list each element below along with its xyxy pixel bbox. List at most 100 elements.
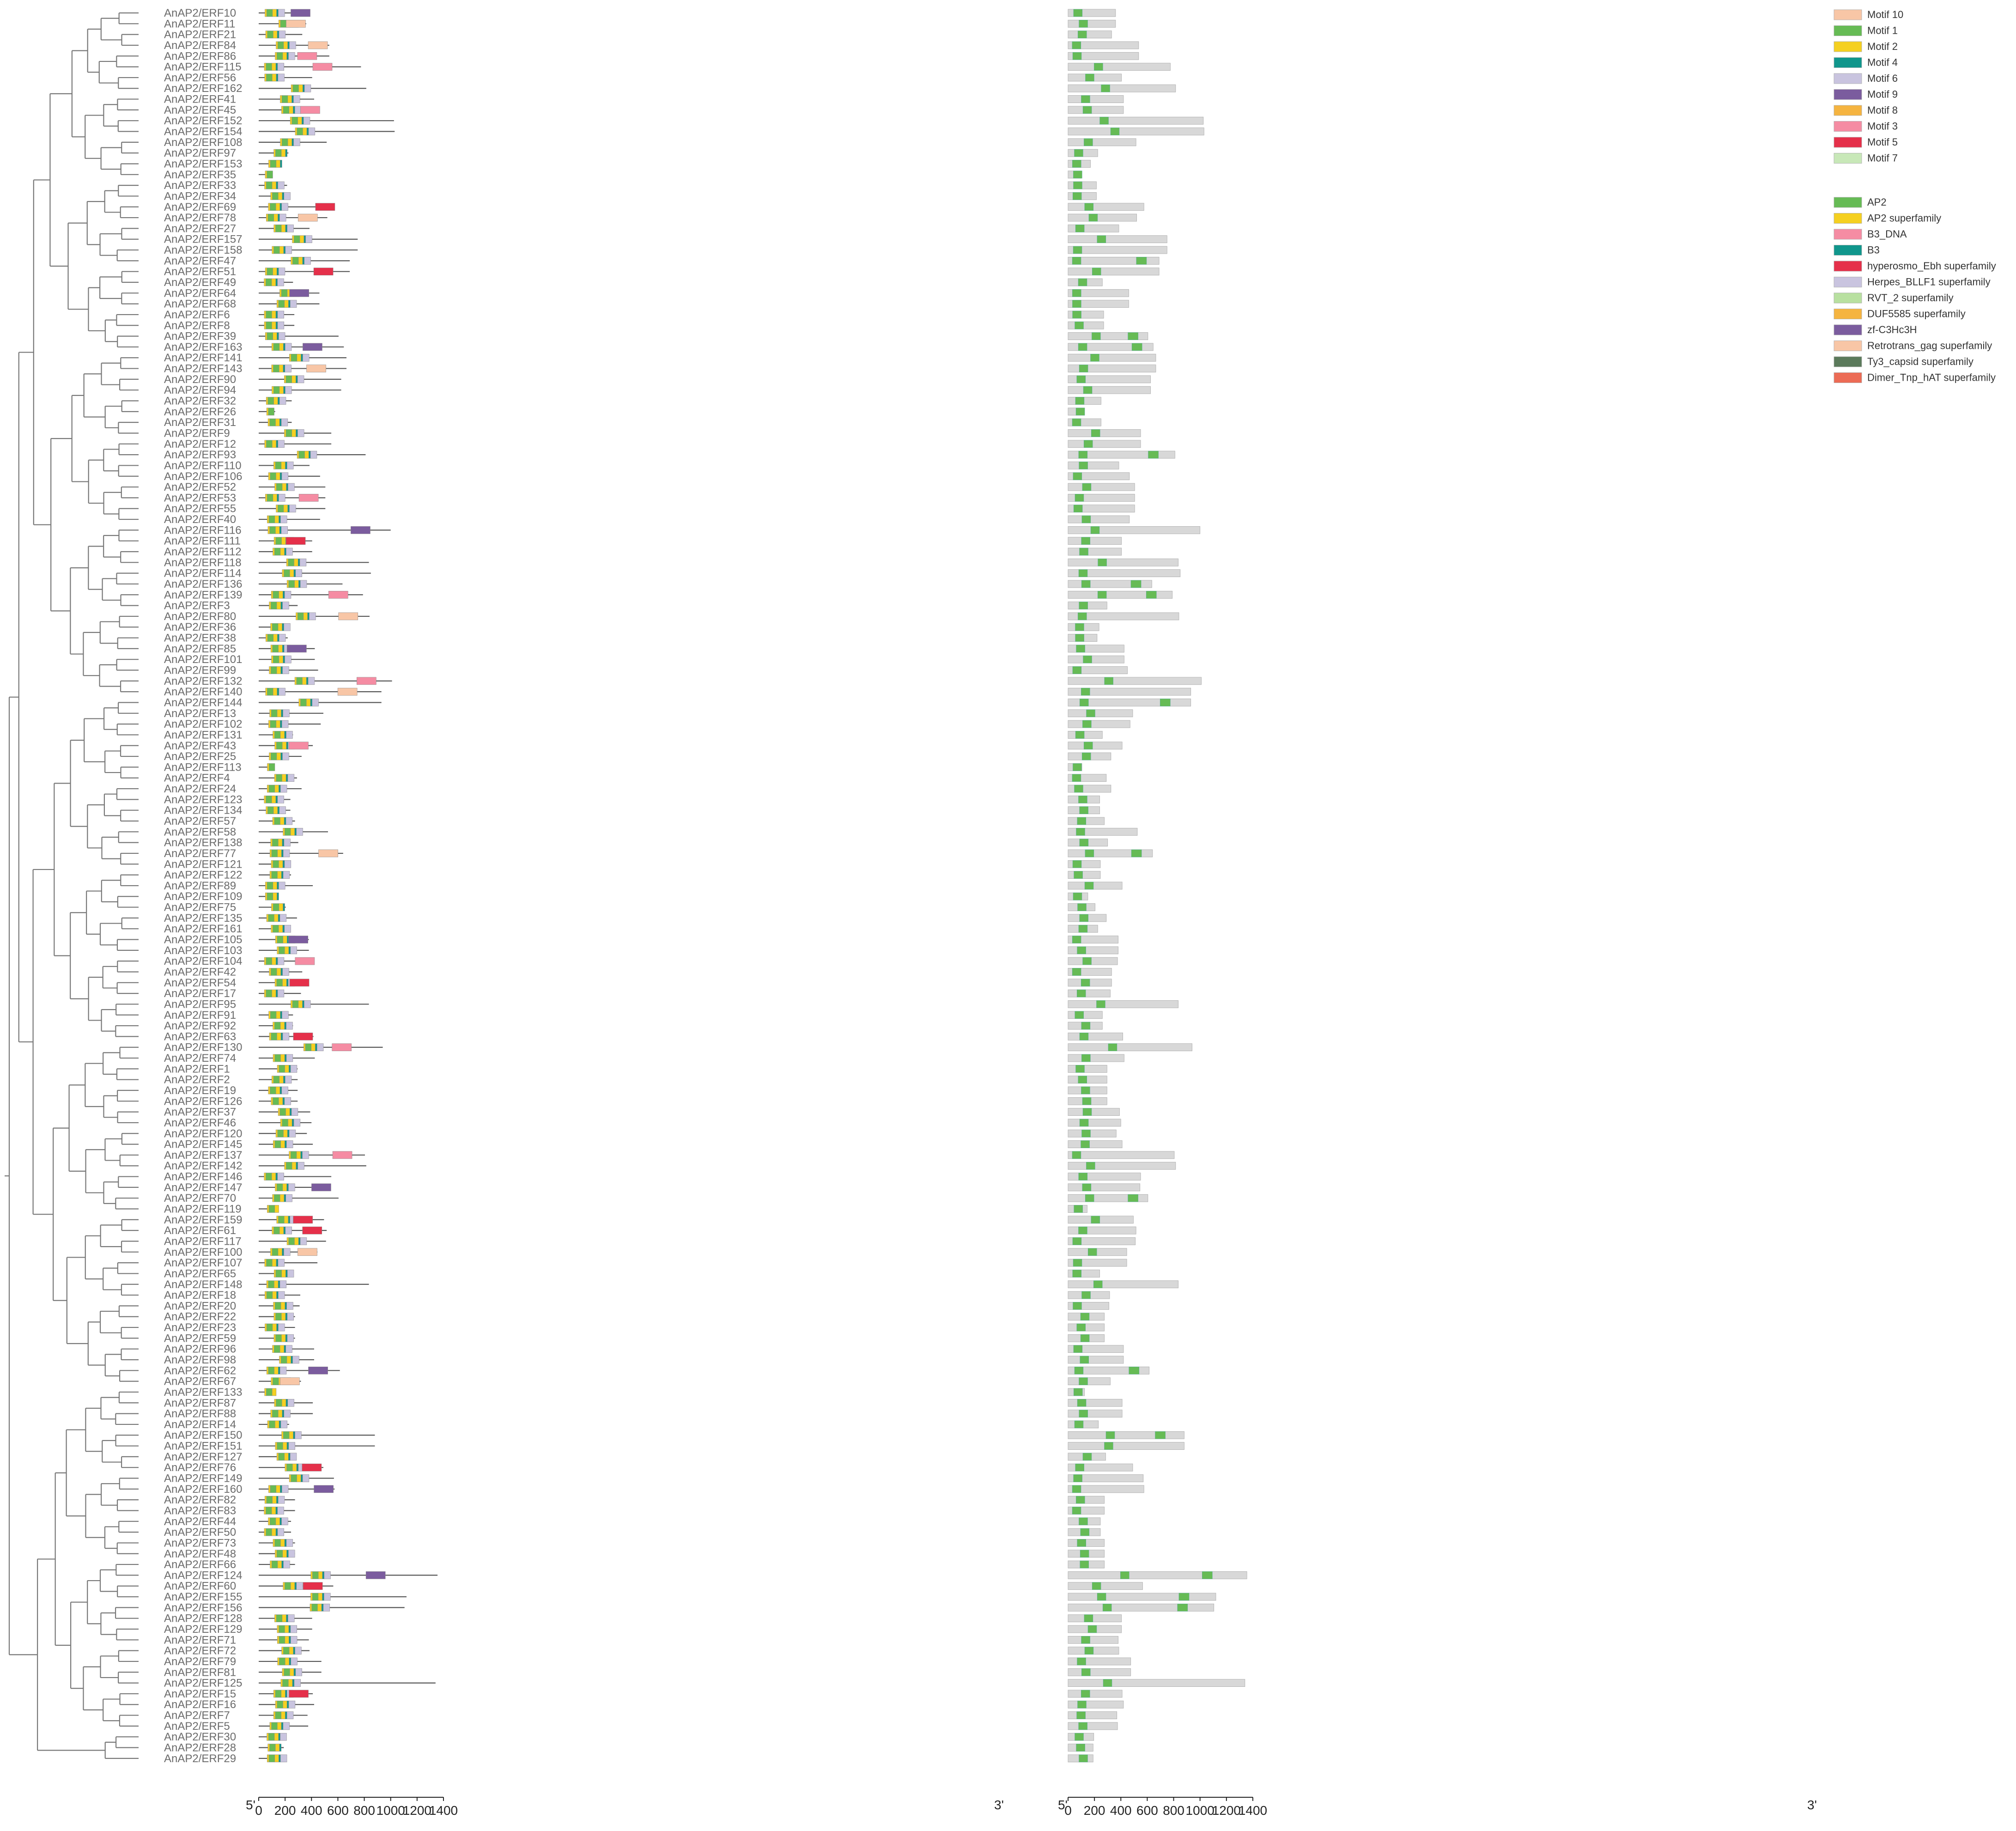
- motif-box: [272, 63, 276, 71]
- motif-box: [280, 1485, 282, 1493]
- motif-box: [317, 1604, 322, 1612]
- motif-box: [266, 1507, 272, 1515]
- motif-box: [283, 505, 288, 513]
- gene-label: AnAP2/ERF34: [164, 190, 236, 202]
- ap2-domain: [1079, 914, 1088, 922]
- gene-label: AnAP2/ERF93: [164, 449, 236, 461]
- ap2-domain: [1078, 343, 1087, 351]
- gene-label: AnAP2/ERF107: [164, 1257, 242, 1269]
- protein-bar: [1068, 526, 1201, 534]
- motif-box: [273, 462, 276, 469]
- gene-label: AnAP2/ERF58: [164, 826, 236, 838]
- protein-bar: [1068, 1410, 1123, 1418]
- motif-box: [271, 849, 278, 858]
- motif-box: [278, 181, 285, 189]
- motif-box: [293, 1431, 295, 1439]
- gene-label: AnAP2/ERF13: [164, 707, 236, 720]
- ap2-domain: [1077, 1399, 1087, 1407]
- ap2-domain: [1075, 623, 1084, 631]
- motif-box: [278, 300, 285, 308]
- motif-box: [285, 1108, 290, 1116]
- motif-box: [297, 450, 299, 459]
- gene-label: AnAP2/ERF86: [164, 50, 236, 62]
- motif-box: [268, 515, 275, 523]
- protein-bar: [1068, 1183, 1141, 1192]
- motif-box: [280, 1033, 283, 1040]
- gene-label: AnAP2/ERF108: [164, 136, 242, 149]
- motif-box: [284, 1162, 286, 1170]
- gene-label: AnAP2/ERF41: [164, 93, 236, 106]
- motif-box: [271, 365, 273, 372]
- motif-box: [277, 1129, 284, 1138]
- motif-box: [279, 494, 285, 502]
- motif-box: [273, 1054, 275, 1062]
- protein-bar: [1068, 687, 1191, 696]
- motif-box: [279, 343, 284, 351]
- motif-box: [271, 1173, 276, 1180]
- motif-box: [264, 440, 267, 448]
- motif-box: [282, 1679, 289, 1687]
- motif-box: [275, 1550, 277, 1558]
- motif-box: [278, 41, 284, 49]
- ap2-domain: [1110, 128, 1120, 135]
- motif-box: [289, 289, 309, 297]
- motif-box: [303, 612, 308, 620]
- gene-label: AnAP2/ERF81: [164, 1666, 236, 1679]
- motif-box: [287, 505, 290, 513]
- motif-box: [269, 602, 271, 609]
- gene-label: AnAP2/ERF84: [164, 39, 236, 52]
- ap2-domain: [1080, 699, 1089, 706]
- ap2-domain: [1148, 450, 1159, 459]
- motif-box: [279, 806, 286, 814]
- motif-box: [291, 1000, 293, 1008]
- motif-box: [282, 1442, 287, 1450]
- gene-label: AnAP2/ERF62: [164, 1364, 236, 1377]
- motif-box: [266, 181, 273, 189]
- motif-box: [282, 1097, 285, 1105]
- motif-box: [279, 687, 285, 696]
- motif-box: [275, 225, 282, 232]
- protein-bar: [1068, 666, 1128, 674]
- motif-box: [286, 1463, 293, 1472]
- motif-box: [268, 1086, 270, 1095]
- ap2-domain: [1077, 946, 1086, 955]
- motif-box: [277, 1507, 284, 1515]
- ap2-domain: [1080, 1334, 1090, 1342]
- gene-label: AnAP2/ERF61: [164, 1224, 236, 1237]
- motif-box: [266, 1280, 269, 1289]
- motif-box: [296, 429, 298, 437]
- motif-box: [290, 1625, 297, 1633]
- gene-label: AnAP2/ERF64: [164, 287, 236, 299]
- motif-box: [270, 1086, 276, 1095]
- motif-box: [282, 1550, 287, 1558]
- motif-box: [281, 418, 288, 426]
- motif-box: [304, 1043, 306, 1052]
- motif-box: [316, 1043, 324, 1052]
- gene-label: AnAP2/ERF51: [164, 266, 236, 278]
- motif-box: [288, 1625, 291, 1633]
- ap2-domain: [1081, 1140, 1090, 1148]
- motif-box: [272, 73, 277, 82]
- motif-box: [267, 397, 274, 405]
- protein-bar: [1068, 720, 1130, 728]
- motif-box: [286, 547, 293, 556]
- ap2-domain: [1092, 1582, 1101, 1590]
- motif-box: [273, 806, 278, 814]
- ap2-domain: [1072, 774, 1081, 782]
- motif-box: [274, 1614, 277, 1622]
- motif-box: [276, 1216, 279, 1224]
- motif-box: [272, 1528, 276, 1536]
- gene-label: AnAP2/ERF74: [164, 1052, 236, 1065]
- gene-label: AnAP2/ERF21: [164, 29, 236, 41]
- motif-box: [281, 225, 286, 232]
- motif-box: [315, 1043, 317, 1052]
- motif-box: [292, 235, 294, 243]
- gene-label: AnAP2/ERF24: [164, 783, 236, 795]
- ap2-domain: [1084, 203, 1094, 211]
- motif-box: [312, 1593, 319, 1601]
- ap2-domain: [1078, 450, 1088, 459]
- motif-box: [289, 41, 296, 49]
- gene-label: AnAP2/ERF44: [164, 1515, 236, 1528]
- motif-box: [276, 720, 280, 728]
- motif-box: [277, 1065, 279, 1073]
